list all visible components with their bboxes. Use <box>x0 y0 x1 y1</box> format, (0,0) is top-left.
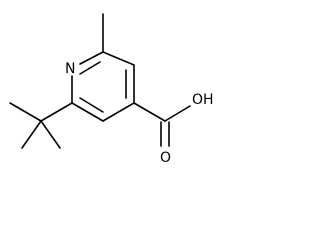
molecule-drawing: N OH O <box>9 13 214 166</box>
nitrogen-label: N <box>65 61 75 77</box>
structure-canvas: N OH O <box>9 13 214 166</box>
bond-c6-tbu <box>40 102 73 122</box>
bond-tbu-me1 <box>9 102 42 122</box>
bond-n1-c2 <box>79 51 104 65</box>
bond-c2-c3 <box>102 51 135 66</box>
bond-c4-c5 <box>102 102 135 122</box>
bond-tbu-me2 <box>21 120 42 149</box>
bond-tbu-me3 <box>40 120 61 149</box>
bond-carboxyl-oh <box>164 105 191 122</box>
bond-n1-c2-inner <box>79 61 101 75</box>
carbonyl-oxygen-label: O <box>160 150 171 166</box>
bond-c5-c6 <box>71 102 104 122</box>
bond-c5-c6-inner <box>79 97 104 113</box>
bond-c4-carboxyl <box>133 102 166 122</box>
hydroxyl-label: OH <box>192 92 214 108</box>
